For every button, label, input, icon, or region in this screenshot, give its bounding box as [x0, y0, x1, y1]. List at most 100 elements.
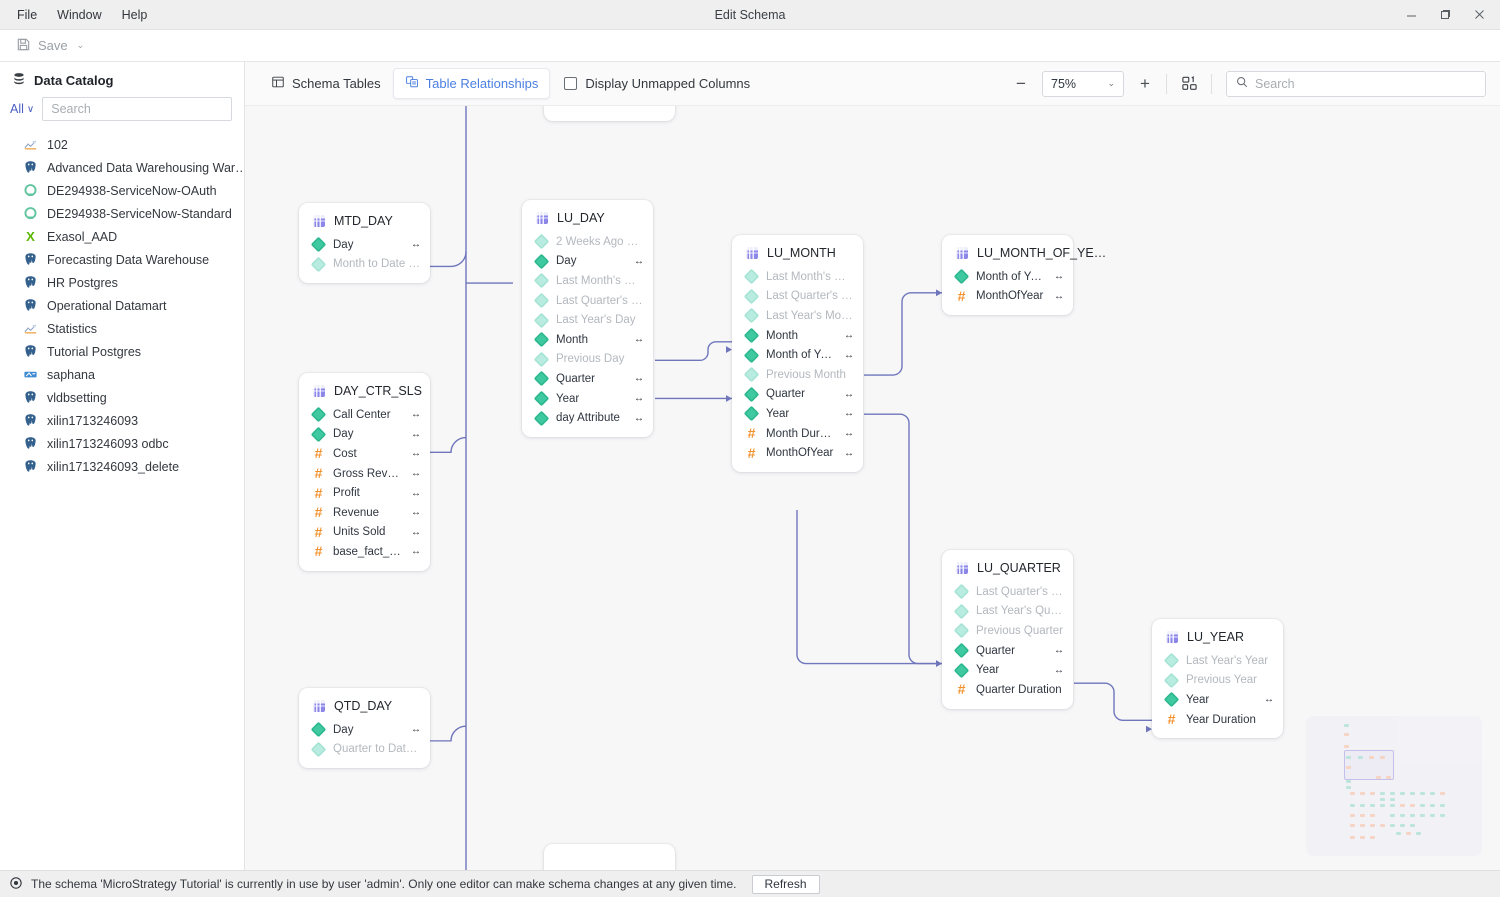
table-column-row[interactable]: Month to Date Day	[299, 255, 430, 275]
table-column-row[interactable]: Day↔	[299, 425, 430, 445]
column-link-icon[interactable]: ↔	[634, 393, 644, 405]
catalog-item[interactable]: Tutorial Postgres	[0, 340, 244, 363]
column-link-icon[interactable]: ↔	[844, 349, 854, 361]
column-link-icon[interactable]: ↔	[411, 448, 421, 460]
table-column-row[interactable]: #Profit↔	[299, 483, 430, 503]
close-icon[interactable]	[1462, 0, 1496, 30]
fit-to-screen-button[interactable]	[1177, 72, 1201, 96]
minimize-icon[interactable]	[1394, 0, 1428, 30]
table-column-row[interactable]: day Attribute↔	[522, 408, 653, 428]
table-node[interactable]: LU_MONTH_OF_YE…Month of Year↔#MonthOfYea…	[942, 235, 1106, 316]
menu-help[interactable]: Help	[121, 7, 148, 22]
table-column-row[interactable]: Year↔	[1152, 690, 1283, 710]
table-column-row[interactable]: Last Year's Month	[732, 306, 863, 326]
table-column-row[interactable]: #MonthOfYear↔	[942, 287, 1073, 307]
catalog-item[interactable]: xilin1713246093 odbc	[0, 432, 244, 455]
column-link-icon[interactable]: ↔	[634, 255, 644, 267]
catalog-item[interactable]: HR Postgres	[0, 271, 244, 294]
table-column-row[interactable]: Month of Year↔	[942, 267, 1073, 287]
tab-schema-tables[interactable]: Schema Tables	[259, 68, 393, 99]
column-link-icon[interactable]: ↔	[1264, 694, 1274, 706]
zoom-out-button[interactable]: −	[1016, 73, 1026, 93]
chevron-down-icon[interactable]: ⌄	[76, 40, 85, 50]
table-column-row[interactable]: Last Month's Month	[732, 267, 863, 287]
column-link-icon[interactable]: ↔	[844, 428, 854, 440]
table-column-row[interactable]: 2 Weeks Ago Day	[522, 232, 653, 252]
table-column-row[interactable]: #Quarter Duration	[942, 680, 1073, 700]
catalog-item[interactable]: Advanced Data Warehousing War…	[0, 156, 244, 179]
table-column-row[interactable]: #Revenue↔	[299, 503, 430, 523]
table-column-row[interactable]: Quarter↔	[942, 641, 1073, 661]
canvas-search-input[interactable]	[1255, 76, 1476, 91]
column-link-icon[interactable]: ↔	[844, 388, 854, 400]
column-link-icon[interactable]: ↔	[1054, 664, 1064, 676]
minimap-viewport[interactable]	[1344, 750, 1394, 780]
menu-file[interactable]: File	[17, 7, 38, 22]
column-link-icon[interactable]: ↔	[634, 334, 644, 346]
table-column-row[interactable]: Call Center↔	[299, 405, 430, 425]
zoom-level-select[interactable]: 75% ⌄	[1042, 70, 1124, 97]
table-column-row[interactable]: #Month Duration↔	[732, 424, 863, 444]
table-column-row[interactable]: Last Quarter's Quarter	[942, 582, 1073, 602]
menu-window[interactable]: Window	[57, 7, 102, 22]
table-column-row[interactable]: Previous Quarter	[942, 621, 1073, 641]
catalog-item[interactable]: vldbsetting	[0, 386, 244, 409]
catalog-item[interactable]: saphana	[0, 363, 244, 386]
save-button[interactable]: Save ⌄	[10, 34, 90, 58]
maximize-icon[interactable]	[1428, 0, 1462, 30]
column-link-icon[interactable]: ↔	[411, 507, 421, 519]
catalog-item[interactable]: Forecasting Data Warehouse	[0, 248, 244, 271]
table-column-row[interactable]: Quarter to Date Day	[299, 740, 430, 760]
column-link-icon[interactable]: ↔	[844, 408, 854, 420]
table-column-row[interactable]: Last Quarter's Day	[522, 291, 653, 311]
table-column-row[interactable]: Year↔	[732, 404, 863, 424]
table-column-row[interactable]: Day↔	[522, 252, 653, 272]
column-link-icon[interactable]: ↔	[1054, 271, 1064, 283]
column-link-icon[interactable]: ↔	[411, 239, 421, 251]
table-column-row[interactable]: Last Year's Quarter	[942, 602, 1073, 622]
table-column-row[interactable]: #Gross Revenue↔	[299, 464, 430, 484]
table-column-row[interactable]: Day↔	[299, 235, 430, 255]
table-column-row[interactable]: Previous Day	[522, 350, 653, 370]
table-column-row[interactable]: Month↔	[732, 326, 863, 346]
column-link-icon[interactable]: ↔	[411, 546, 421, 558]
column-link-icon[interactable]: ↔	[411, 409, 421, 421]
table-column-row[interactable]: Last Year's Year	[1152, 651, 1283, 671]
column-link-icon[interactable]: ↔	[411, 468, 421, 480]
table-column-row[interactable]: #MonthOfYear↔	[732, 443, 863, 463]
table-column-row[interactable]: Day↔	[299, 720, 430, 740]
catalog-item[interactable]: Operational Datamart	[0, 294, 244, 317]
table-column-row[interactable]: Month↔	[522, 330, 653, 350]
canvas-search-box[interactable]	[1226, 70, 1486, 97]
table-column-row[interactable]: Year↔	[522, 389, 653, 409]
table-column-row[interactable]: #base_fact_metric↔	[299, 542, 430, 562]
catalog-filter-dropdown[interactable]: All ∨	[10, 102, 34, 116]
column-link-icon[interactable]: ↔	[411, 724, 421, 736]
column-link-icon[interactable]: ↔	[844, 447, 854, 459]
catalog-item[interactable]: xilin1713246093_delete	[0, 455, 244, 478]
catalog-item[interactable]: DE294938-ServiceNow-OAuth	[0, 179, 244, 202]
column-link-icon[interactable]: ↔	[844, 330, 854, 342]
canvas-minimap[interactable]	[1306, 716, 1482, 856]
catalog-item[interactable]: 102	[0, 133, 244, 156]
table-column-row[interactable]: Previous Year	[1152, 671, 1283, 691]
column-link-icon[interactable]: ↔	[634, 412, 644, 424]
partial-table-node-bottom[interactable]	[544, 844, 675, 870]
table-column-row[interactable]: #Year Duration	[1152, 710, 1283, 730]
table-column-row[interactable]: Last Quarter's Month	[732, 287, 863, 307]
table-column-row[interactable]: Quarter↔	[732, 385, 863, 405]
column-link-icon[interactable]: ↔	[411, 526, 421, 538]
catalog-search-input[interactable]	[42, 97, 232, 121]
column-link-icon[interactable]: ↔	[411, 428, 421, 440]
partial-table-node-top[interactable]	[544, 106, 675, 121]
column-link-icon[interactable]: ↔	[634, 373, 644, 385]
table-column-row[interactable]: Month of Year↔	[732, 345, 863, 365]
catalog-item[interactable]: xilin1713246093	[0, 409, 244, 432]
table-column-row[interactable]: #Cost↔	[299, 444, 430, 464]
